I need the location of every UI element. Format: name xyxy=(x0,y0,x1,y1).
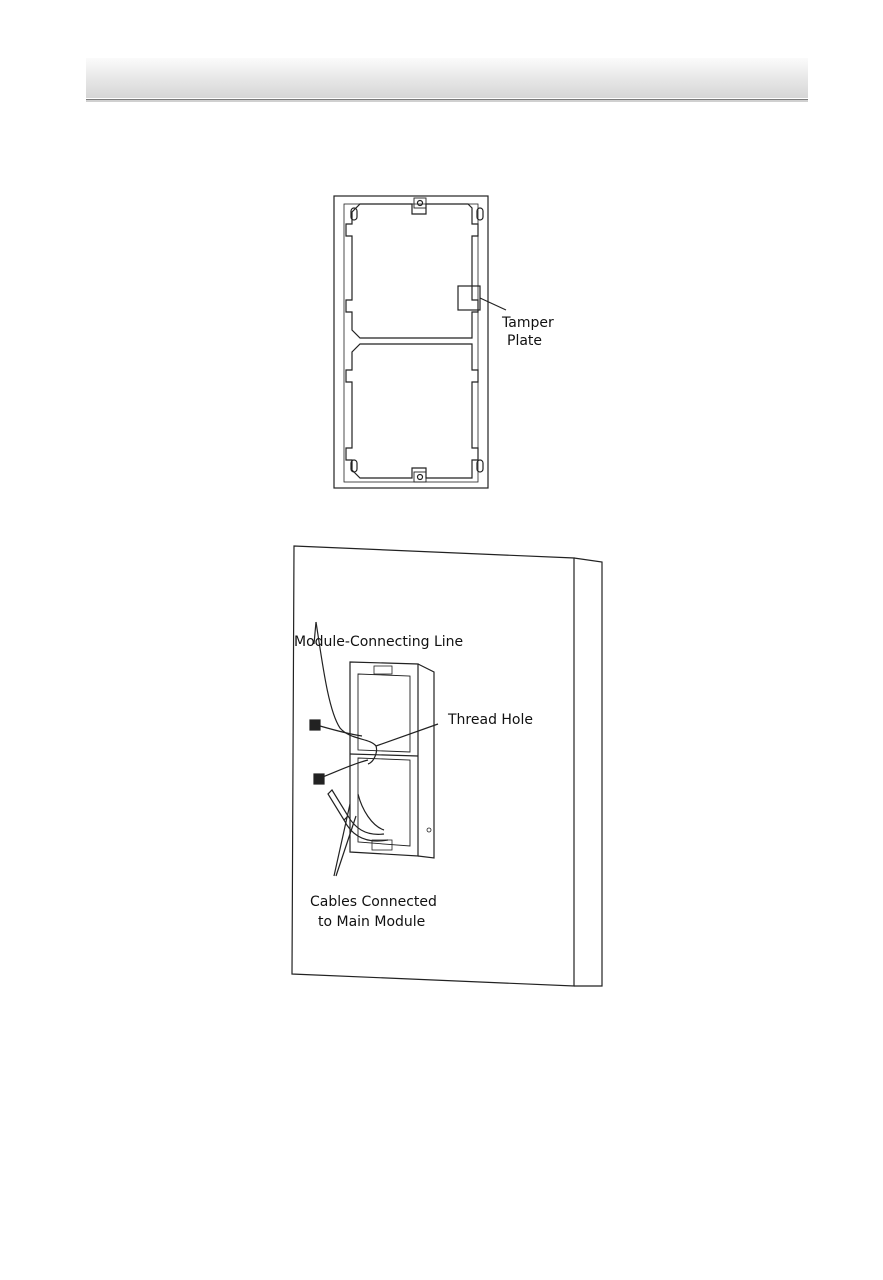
header-rule-shadow xyxy=(86,100,808,102)
main-module-cable-connector xyxy=(328,790,348,820)
page-header-band xyxy=(86,58,808,98)
lower-module-opening xyxy=(346,344,478,478)
thread-hole-label: Thread Hole xyxy=(447,712,533,728)
mounting-frame-diagram: Tamper Plate xyxy=(330,190,570,500)
connector-plug-upper xyxy=(310,720,320,730)
tamper-label-line1: Tamper xyxy=(501,315,554,331)
wall-installation-diagram: Module-Connecting Line Thread Hole Cable… xyxy=(288,540,608,990)
frame-outline xyxy=(334,196,488,488)
wall-side-face xyxy=(574,558,602,986)
upper-module-opening xyxy=(346,204,478,338)
cables-label-line2: to Main Module xyxy=(318,914,425,930)
cables-label-line1: Cables Connected xyxy=(310,894,437,910)
tamper-label-line2: Plate xyxy=(507,333,542,349)
tamper-plate xyxy=(458,286,480,310)
module-connecting-line-label: Module-Connecting Line xyxy=(294,634,463,650)
thread-hole-leader xyxy=(376,724,438,746)
connector-plug-lower xyxy=(314,774,324,784)
